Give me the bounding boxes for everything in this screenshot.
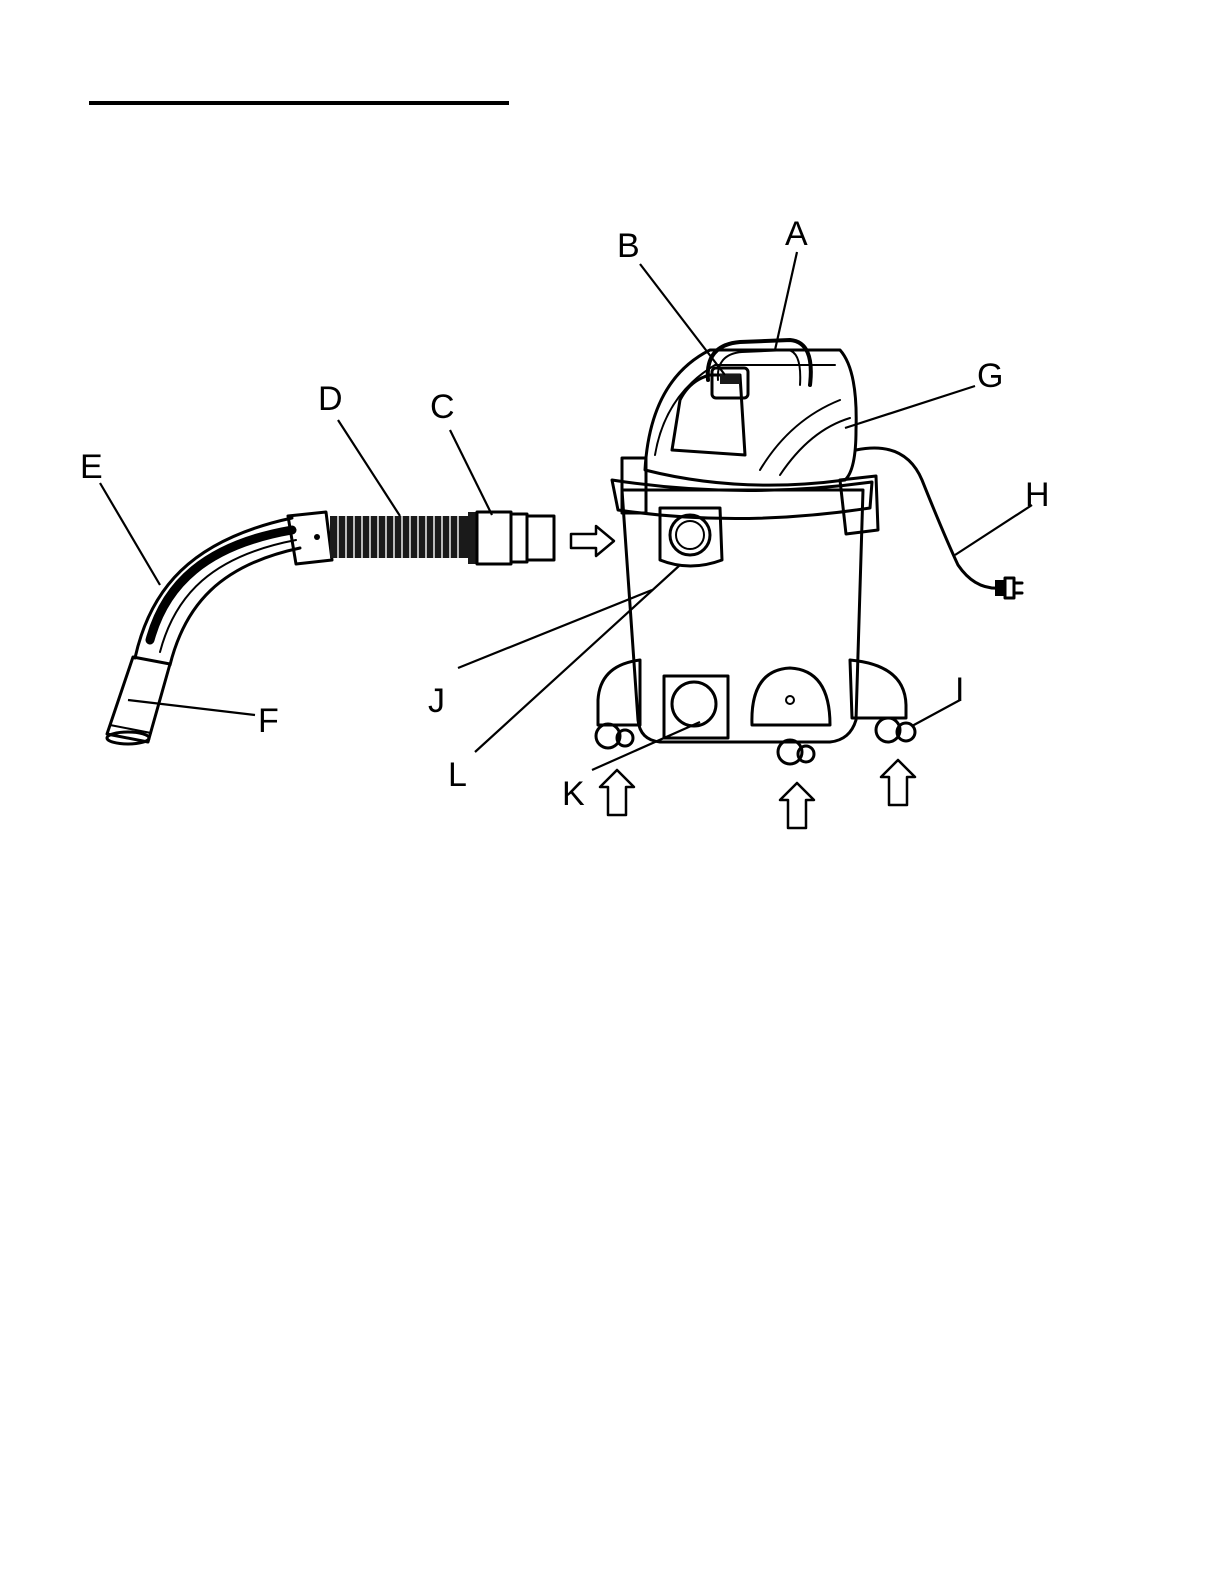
callout-d: D [318,380,343,418]
drain-plug [664,676,728,738]
callout-h: H [1025,476,1050,514]
hose-assembly [107,512,554,744]
hose-connector [468,512,554,564]
callout-k: K [562,775,585,813]
flexible-hose [330,516,470,558]
callout-e: E [80,448,103,486]
lid-panel [672,375,745,455]
callout-j: J [428,682,445,720]
leader-lines [100,252,1032,770]
callout-a: A [785,215,808,253]
callout-c: C [430,388,455,426]
callout-i: I [955,671,964,709]
callout-f: F [258,702,279,740]
curved-wand [135,518,300,665]
plug-icon [995,578,1022,598]
callout-b: B [617,227,640,265]
callout-l: L [448,756,467,794]
lift-arrows [600,760,915,828]
callout-g: G [977,357,1003,395]
hose-collar-left [288,512,332,564]
insert-arrow [571,526,614,556]
